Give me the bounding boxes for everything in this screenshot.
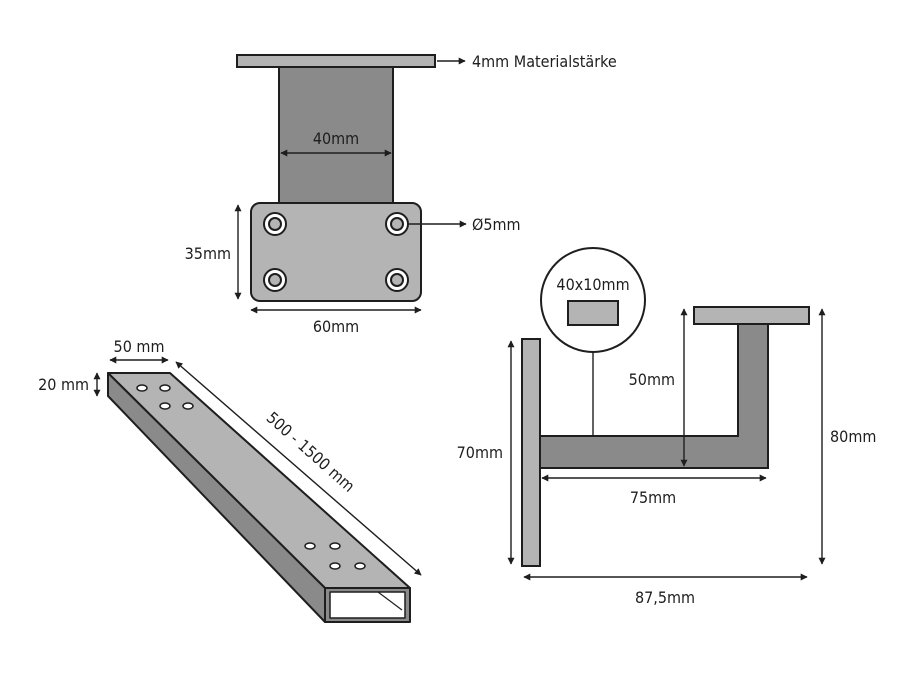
arm-height-label: 50mm: [629, 370, 675, 389]
bar-hole: [329, 562, 341, 570]
section-profile: [567, 300, 619, 326]
hole-diameter-label: Ø5mm: [472, 215, 521, 234]
material-thickness-label: 4mm Materialstärke: [472, 52, 617, 71]
profile-section-label: 40x10mm: [556, 275, 629, 294]
bar-length-dim: [175, 361, 422, 576]
stem-plate: [278, 66, 394, 205]
base-plate: [250, 202, 422, 302]
bar-hole: [159, 402, 171, 410]
bar-hole: [136, 384, 148, 392]
bar-end-opening: [329, 591, 406, 619]
bar-hole: [182, 402, 194, 410]
mounting-holes: [263, 212, 409, 292]
bar-hole: [159, 384, 171, 392]
arm-length-label: 75mm: [630, 488, 676, 507]
bar-top-face: [107, 372, 411, 589]
side-view-dimensions: [507, 308, 826, 581]
bar-hole: [304, 542, 316, 550]
top-view-dimensions: [234, 57, 467, 314]
plate-width-label: 60mm: [313, 317, 359, 336]
bar-dimensions: [93, 356, 422, 576]
top-view: [236, 54, 436, 302]
total-depth-label: 87,5mm: [635, 588, 695, 607]
total-height-label: 80mm: [830, 427, 876, 446]
top-cap-plate: [236, 54, 436, 68]
plate-height-label: 35mm: [185, 244, 231, 263]
bar-height-label: 20 mm: [38, 375, 89, 394]
bar-hole: [329, 542, 341, 550]
handrail-cap-plate: [693, 306, 810, 325]
bar-inner-edge: [377, 591, 403, 611]
stem-width-label: 40mm: [313, 129, 359, 148]
tube-bar: [107, 372, 411, 623]
wall-plate-height-label: 70mm: [457, 443, 503, 462]
wall-plate: [521, 338, 541, 567]
bar-hole: [354, 562, 366, 570]
side-view: [521, 247, 810, 567]
bar-width-label: 50 mm: [114, 337, 165, 356]
